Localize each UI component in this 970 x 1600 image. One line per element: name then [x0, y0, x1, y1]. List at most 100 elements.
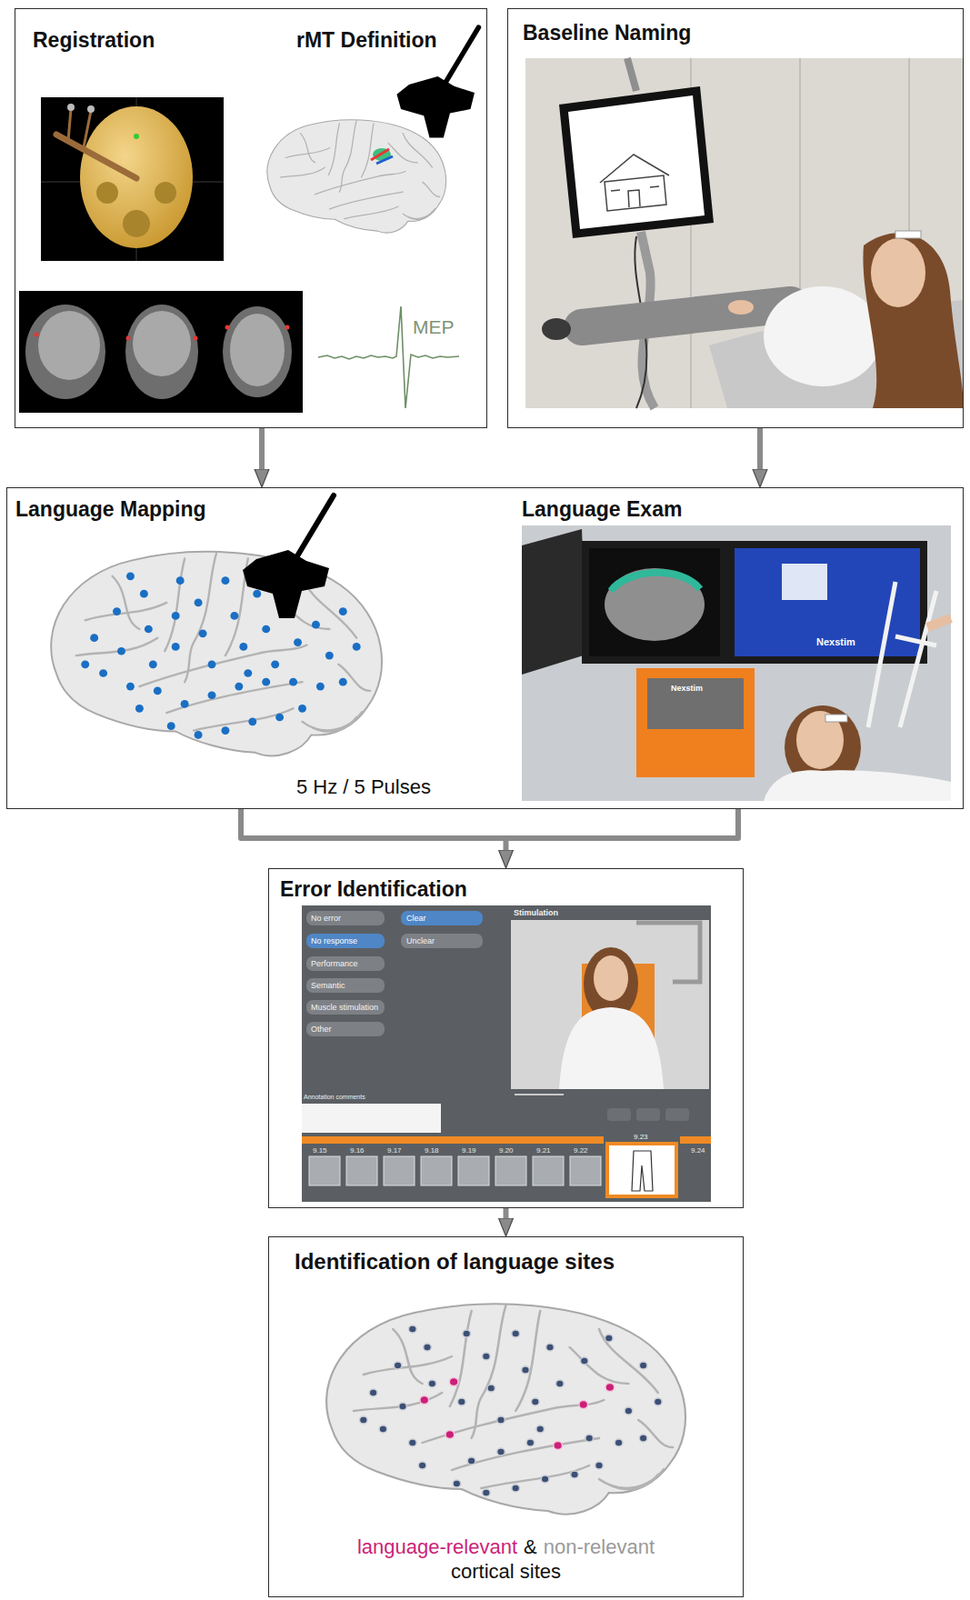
- stimulation-point: [90, 633, 99, 642]
- illustration-rect: [521, 525, 951, 801]
- non-relevant-site: [639, 1434, 648, 1442]
- illustration-g: [359, 1325, 662, 1497]
- illustration-path: [868, 581, 937, 728]
- panel-heading: Language Mapping: [15, 497, 207, 521]
- stimulation-point: [339, 678, 348, 687]
- software-screenshot: [301, 905, 711, 1202]
- non-relevant-site: [497, 1416, 506, 1424]
- panel-heading: Error Identification: [280, 877, 468, 901]
- stimulation-point: [325, 651, 334, 660]
- non-relevant-site: [511, 1484, 520, 1492]
- ui-label: Stimulation: [513, 908, 559, 918]
- stimulation-point: [99, 669, 108, 678]
- non-relevant-site: [481, 1352, 490, 1360]
- stimulation-point: [230, 611, 239, 620]
- stimulation-point: [239, 642, 248, 651]
- illustration-circle: [67, 103, 75, 111]
- stimulation-point: [261, 678, 270, 687]
- non-relevant-site: [511, 1330, 520, 1338]
- ui-label: 9.16: [350, 1146, 365, 1155]
- illustration-circle: [126, 336, 131, 341]
- panel-box: Baseline Naming: [507, 8, 964, 429]
- illustration-rect: [680, 1136, 711, 1144]
- illustration-rect: [665, 1108, 690, 1121]
- non-relevant-site: [452, 1480, 461, 1488]
- illustration-rect: [727, 540, 928, 664]
- illustration-path: [631, 1150, 653, 1191]
- illustration-circle: [122, 210, 150, 238]
- stimulation-point: [153, 687, 162, 696]
- stimulation-point: [298, 704, 307, 713]
- thumbnail: [420, 1156, 452, 1186]
- non-relevant-site: [639, 1361, 648, 1370]
- language-site: [420, 1396, 430, 1405]
- illustration-rect: [301, 905, 711, 1202]
- non-relevant-site: [497, 1448, 506, 1456]
- illustration-rect: [647, 678, 744, 730]
- language-site: [553, 1441, 563, 1450]
- non-relevant-site: [399, 1402, 408, 1410]
- legend-row: language-relevant&non-relevant: [269, 1535, 743, 1559]
- illustration-rect: [301, 1103, 441, 1133]
- language-site: [579, 1400, 589, 1410]
- illustration-circle: [96, 181, 119, 204]
- thumbnail: [495, 1156, 527, 1186]
- illustration-ellipse: [604, 568, 705, 641]
- non-relevant-site: [428, 1380, 437, 1388]
- stimulation-point: [293, 638, 302, 647]
- illustration-use: [50, 551, 382, 756]
- stimulation-point: [261, 625, 270, 634]
- panel-heading: Registration: [32, 28, 155, 52]
- illustration-path: [627, 58, 637, 91]
- ui-label: 9.21: [536, 1146, 551, 1155]
- ui-label: cortical sites: [450, 1560, 561, 1583]
- illustration-path: [610, 572, 700, 591]
- ui-label: Nexstim: [816, 636, 856, 649]
- illustration-rect: [607, 1108, 631, 1121]
- illustration-rect: [400, 910, 483, 926]
- stimulation-point: [126, 682, 135, 691]
- thumbnail: [383, 1156, 415, 1186]
- non-relevant-site: [418, 1461, 427, 1470]
- baseline-photo: [525, 58, 964, 409]
- illustration-rect: [581, 540, 728, 664]
- stimulation-point: [234, 682, 243, 691]
- stimulation-point: [275, 713, 284, 722]
- illustration-path: [56, 134, 137, 179]
- non-relevant-site: [457, 1398, 466, 1406]
- legend-swatch: language-relevant: [357, 1535, 518, 1559]
- non-relevant-site: [481, 1489, 490, 1497]
- ui-label: Nexstim: [670, 683, 703, 693]
- illustration-ellipse: [230, 313, 285, 387]
- flow-arrow: [757, 428, 763, 475]
- ui-label: No error: [310, 913, 341, 923]
- illustration-rect: [607, 1143, 677, 1197]
- illustration-rect: [510, 920, 710, 1090]
- illustration-rect: [306, 933, 385, 949]
- illustration-ellipse: [763, 286, 882, 387]
- legend-text: language-relevant: [357, 1535, 518, 1559]
- ui-label: Semantic: [310, 980, 346, 990]
- non-relevant-site: [526, 1439, 535, 1447]
- illustration-path: [862, 232, 964, 409]
- stimulation-point: [220, 726, 230, 735]
- illustration-ellipse: [593, 955, 629, 1001]
- illustration-g: [306, 910, 483, 1037]
- legend-slot: non-relevant: [543, 1535, 655, 1559]
- illustration-rect: [306, 1000, 385, 1015]
- stimulation-point: [180, 700, 190, 709]
- stimulation-point: [208, 690, 217, 700]
- stimulation-point: [171, 642, 180, 651]
- illustration-circle: [193, 336, 199, 341]
- ui-label: Annotation comments: [303, 1093, 366, 1101]
- non-relevant-site: [487, 1384, 496, 1392]
- stimulation-point: [167, 721, 176, 730]
- non-relevant-site: [624, 1407, 633, 1415]
- ui-label: &: [523, 1535, 538, 1559]
- ui-label: Other: [310, 1024, 332, 1034]
- illustration-rect: [895, 230, 921, 239]
- illustration-ellipse: [870, 238, 926, 308]
- illustration-ellipse: [541, 318, 571, 340]
